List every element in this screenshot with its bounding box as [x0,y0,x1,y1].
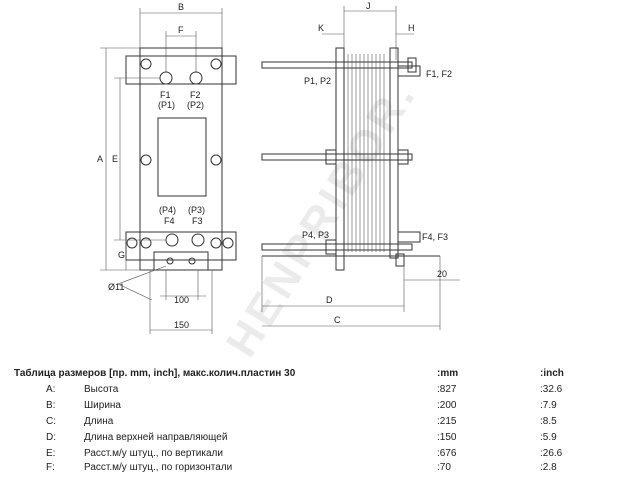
technical-drawing: HENPRIBOR. B F F1 (P1) [97,1,460,360]
row-code: A: [46,384,56,395]
dim-j-label: J [366,1,371,11]
row-desc: Длина верхней направляющей [84,432,228,443]
row-inch: :5.9 [540,432,557,443]
row-mm: :827 [437,384,457,395]
row-code: E: [46,448,56,459]
port-f1-paren: (P1) [158,100,175,110]
row-mm: :200 [437,400,457,411]
front-plate [139,47,223,271]
side-view: J K H [261,1,460,330]
port-f3-label: F3 [192,216,203,226]
port-p4-label: (P4) [159,205,176,215]
dim-100-label: 100 [174,295,189,305]
row-inch: :7.9 [540,400,557,411]
dim-b-label: B [178,2,184,12]
row-desc: Высота [84,384,119,395]
row-inch: :26.6 [540,448,563,459]
plate-window [157,117,207,197]
dim-hole-label: Ø11 [108,282,124,292]
dim-c-label: C [334,315,341,325]
row-code: D: [46,432,56,443]
row-code: F: [46,462,55,473]
foot-plate [153,251,209,271]
port-f2-paren: (P2) [187,100,204,110]
table-title: Таблица размеров [пр. mm, inch], макс.ко… [14,368,296,379]
row-inch: :8.5 [540,416,557,427]
bolt-icon [210,154,222,166]
row-desc: Длина [84,416,114,427]
port-f4-label: F4 [164,216,175,226]
row-mm: :150 [437,432,457,443]
dim-a-label: A [97,154,103,164]
bolt-icon [140,237,152,249]
table-row: F: Расст.м/у штуц., по горизонтали :70 :… [0,462,640,478]
table-row: C: Длина :215 :8.5 [0,416,640,432]
tie-bolt-mid [261,153,413,161]
plate-pack [347,54,385,252]
tie-bolt-top [261,61,413,69]
label-f1f2: F1, F2 [426,69,452,79]
bolt-icon [210,58,222,70]
port-f3-icon [191,233,205,247]
table-row: D: Длина верхней направляющей :150 :5.9 [0,432,640,448]
bolt-icon [210,237,222,249]
row-code: B: [46,400,56,411]
port-f4-icon [165,233,179,247]
table-row: E: Расст.м/у штуц., по вертикали :676 :2… [0,448,640,464]
label-p1p2: P1, P2 [304,76,331,86]
table-row: B: Ширина :200 :7.9 [0,400,640,416]
bolt-icon [140,58,152,70]
row-desc: Расст.м/у штуц., по вертикали [84,448,223,459]
row-inch: :2.8 [540,462,557,473]
port-f2-icon [189,71,203,85]
bolt-icon [140,154,152,166]
row-mm: :676 [437,448,457,459]
row-inch: :32.6 [540,384,563,395]
row-desc: Ширина [84,400,121,411]
nozzle-f4f3 [397,231,421,243]
port-f2-label: F2 [190,90,201,100]
port-f1-label: F1 [160,90,171,100]
dim-g-label: G [118,250,125,260]
row-code: C: [46,416,56,427]
header-inch: :inch [540,368,564,379]
bolt-icon [222,237,234,249]
dim-f-label: F [178,25,184,35]
tie-bolt-bottom [261,243,413,251]
row-mm: :70 [437,462,451,473]
header-mm: :mm [437,368,459,379]
watermark: HENPRIBOR. [217,71,426,360]
dim-150-label: 150 [174,320,189,330]
dim-k-label: K [318,23,324,33]
dim-h-label: H [408,23,415,33]
dim-20-label: 20 [437,269,447,279]
label-p4p3: P4, P3 [302,230,329,240]
row-mm: :215 [437,416,457,427]
row-desc: Расст.м/у штуц., по горизонтали [84,462,233,473]
label-f4f3: F4, F3 [422,232,448,242]
bolt-icon [126,237,138,249]
port-p3-label: (P3) [188,205,205,215]
dim-e-label: E [112,154,118,164]
port-f1-icon [159,71,173,85]
front-view: B F F1 (P1) F2 (P2) (P4) (P3) F4 F [97,2,237,334]
table-row: A: Высота :827 :32.6 [0,384,640,400]
dimensions-table: Таблица размеров [пр. mm, inch], макс.ко… [0,362,640,480]
nozzle-f1f2 [397,65,421,77]
dim-d-label: D [326,295,333,305]
